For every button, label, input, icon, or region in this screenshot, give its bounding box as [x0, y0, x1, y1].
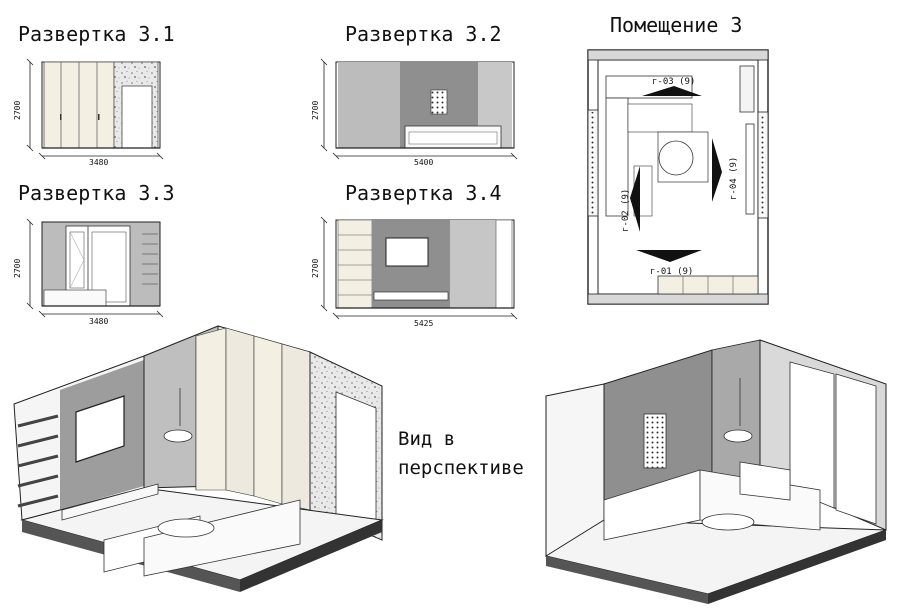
perspective-view-left — [13, 325, 384, 592]
elevation-3-1-title: Развертка 3.1 — [18, 22, 175, 46]
perspective-view-right — [544, 339, 887, 604]
elevation-3-2-width: 5400 — [414, 158, 433, 167]
elevation-3-3: Развертка 3.3 2700 3480 — [13, 181, 175, 326]
elevation-3-2-height: 2700 — [311, 101, 320, 120]
perspective-label-line-1: Вид в — [398, 428, 455, 450]
elevation-3-3-width: 3480 — [89, 317, 108, 326]
view-marker-g03: г-03 (9) — [652, 77, 695, 87]
view-marker-g02: г-02 (9) — [621, 189, 631, 232]
view-marker-g04: г-04 (9) — [729, 157, 739, 200]
elevation-3-1-width: 3480 — [89, 158, 108, 167]
elevation-3-3-height: 2700 — [13, 259, 22, 278]
floor-plan-title: Помещение 3 — [610, 13, 742, 37]
elevation-3-3-title: Развертка 3.3 — [18, 181, 175, 205]
elevation-3-4-title: Развертка 3.4 — [345, 181, 502, 205]
elevation-3-2: Развертка 3.2 2700 5400 — [311, 22, 518, 167]
elevation-3-2-title: Развертка 3.2 — [345, 22, 502, 46]
elevation-3-1: Развертка 3.1 2700 3480 — [13, 22, 175, 167]
elevation-3-4: Развертка 3.4 2700 5425 — [311, 181, 518, 328]
elevation-3-1-height: 2700 — [13, 101, 22, 120]
perspective-label-line-2: перспективе — [398, 457, 524, 479]
elevation-3-4-height: 2700 — [311, 259, 320, 278]
elevation-3-4-width: 5425 — [414, 319, 433, 328]
floor-plan-room-3: Помещение 3 г-03 (9) г-04 (9) г-02 (9) г… — [587, 13, 769, 305]
view-marker-g01: г-01 (9) — [650, 267, 693, 277]
